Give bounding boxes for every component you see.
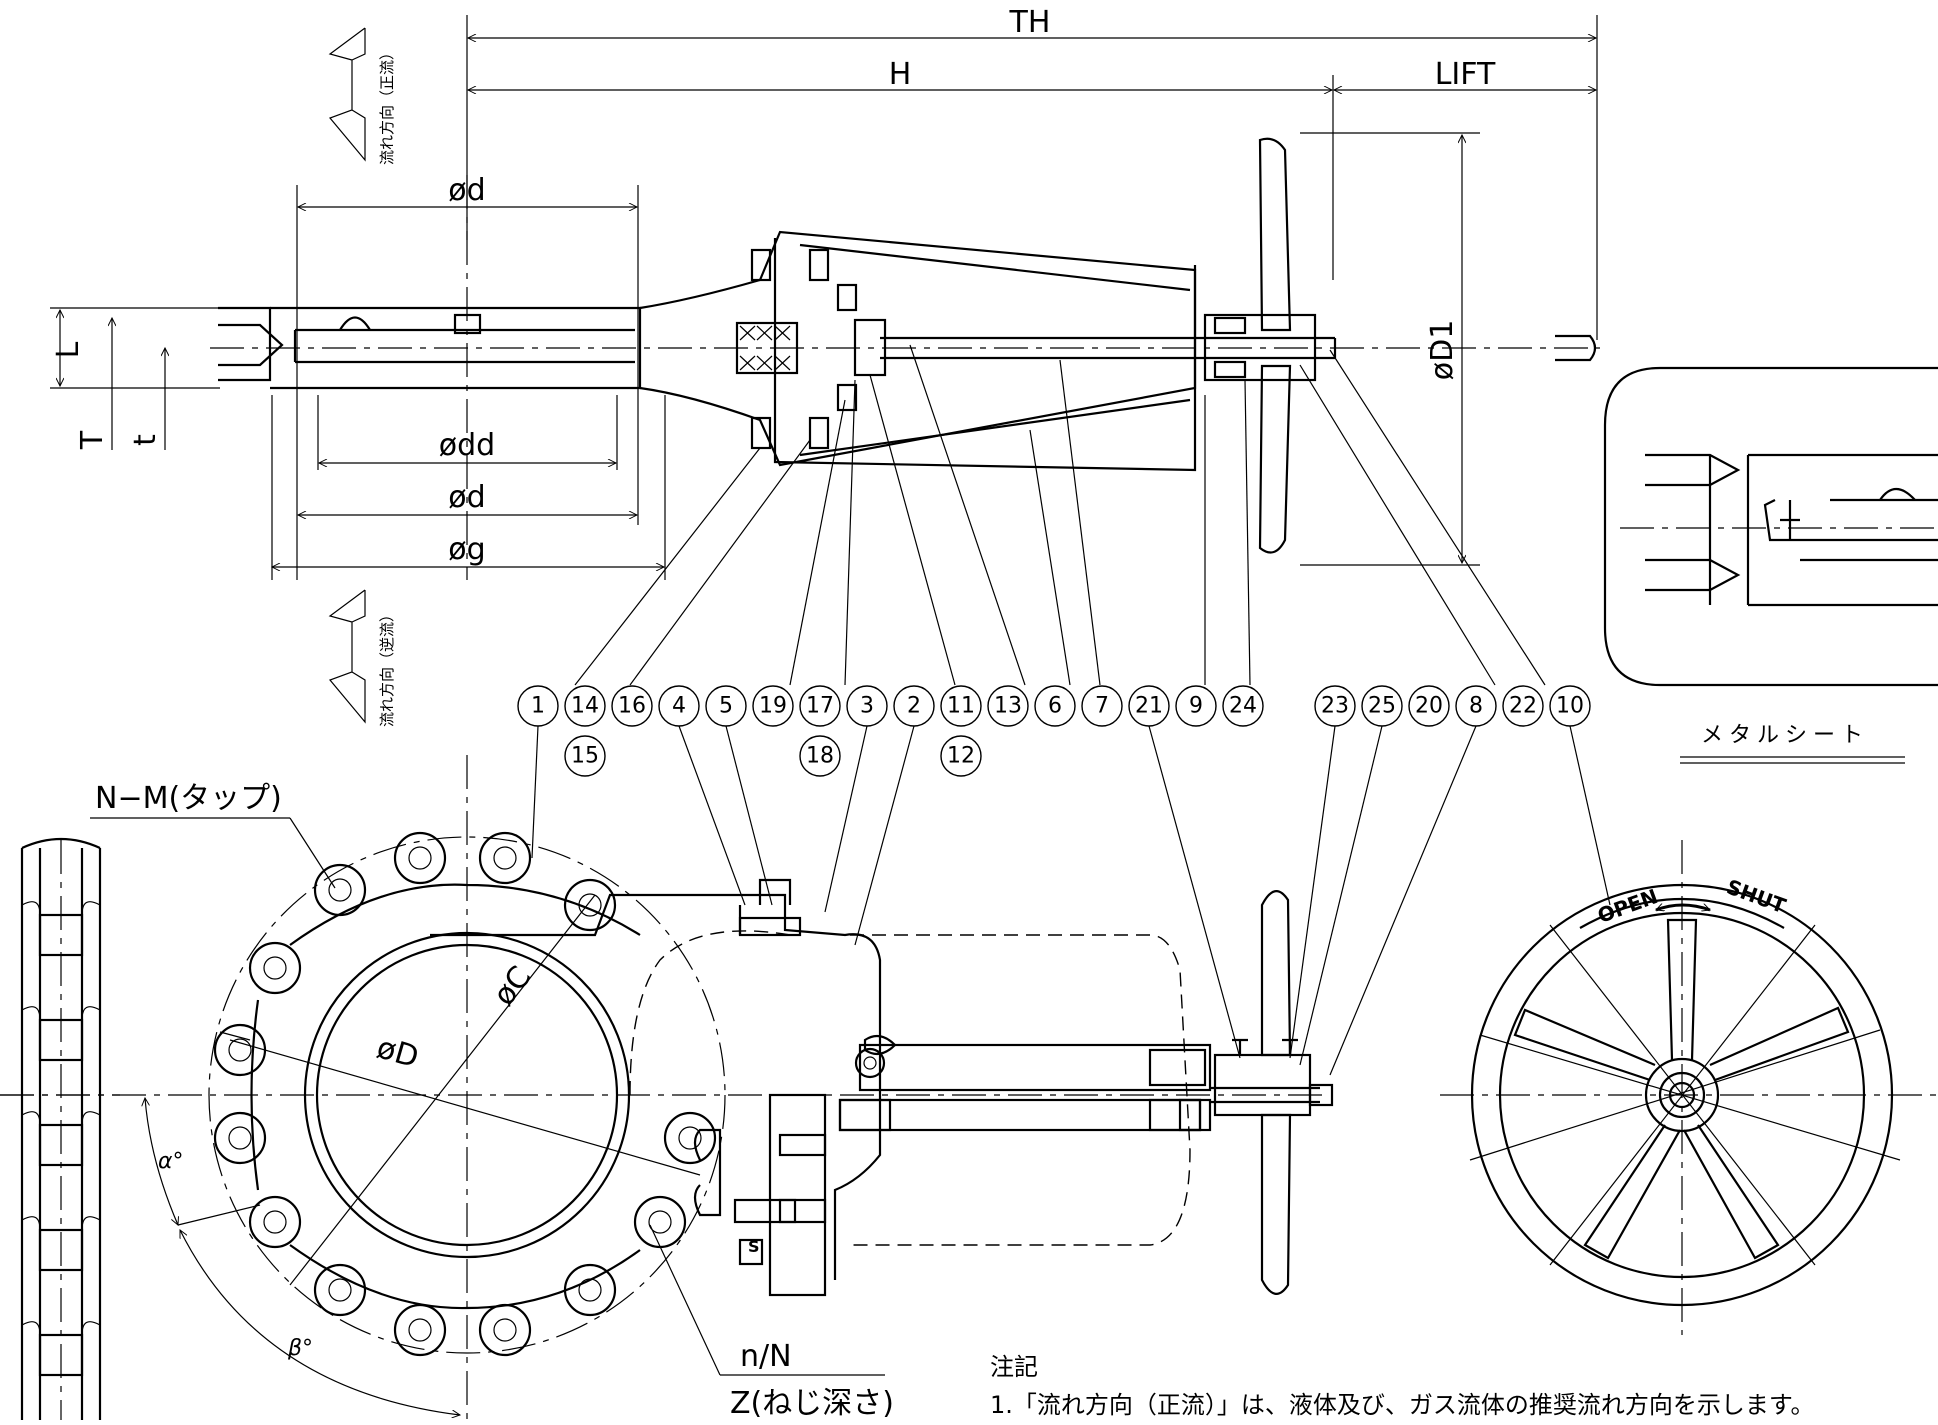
notes-heading: 注記 (990, 1353, 1038, 1381)
svg-text:9: 9 (1189, 694, 1203, 719)
part-bubble: 24 (1222, 685, 1264, 727)
valve-front-view: S øC øD α° β° n/N Z(ねじ深さ) (0, 755, 1334, 1425)
tap-label: N−M(タップ) (95, 781, 282, 816)
handwheel-diameter-dimension: øD1 (1300, 132, 1480, 566)
svg-text:15: 15 (571, 744, 599, 769)
svg-text:5: 5 (719, 694, 733, 719)
svg-text:12: 12 (947, 744, 975, 769)
valve-side-view (210, 137, 1600, 686)
thread-label-top: n/N (740, 1339, 792, 1374)
part-bubble: 9 (1175, 685, 1217, 727)
svg-text:1: 1 (531, 694, 545, 719)
svg-text:7: 7 (1095, 694, 1109, 719)
svg-text:18: 18 (806, 744, 834, 769)
svg-text:19: 19 (759, 694, 787, 719)
svg-text:23: 23 (1321, 694, 1349, 719)
part-bubble: 17 (799, 685, 841, 727)
dim-D: øD (373, 1030, 423, 1075)
svg-text:6: 6 (1048, 694, 1062, 719)
svg-text:20: 20 (1415, 694, 1443, 719)
part-bubble: 13 (987, 685, 1029, 727)
lower-leader-lines (531, 725, 1611, 1076)
svg-text:22: 22 (1509, 694, 1537, 719)
dim-g: øg (448, 532, 485, 567)
metal-seat-detail: メタルシート (1603, 366, 1938, 764)
thickness-dimensions: L T t (50, 307, 220, 450)
svg-text:8: 8 (1469, 694, 1483, 719)
part-bubble: 25 (1361, 685, 1403, 727)
flange-edge-view (0, 837, 120, 1420)
part-number-bubbles: 1 14 16 4 5 19 17 3 2 11 13 6 7 21 9 24 … (517, 685, 1591, 777)
diameter-dimensions: ød ødd ød øg (272, 173, 666, 580)
top-dimensions: TH H LIFT (466, 5, 1598, 340)
dim-dd: ødd (439, 428, 495, 463)
handwheel-face-view: OPEN SHUT (1440, 840, 1938, 1335)
dim-d-bottom: ød (448, 480, 485, 515)
svg-text:4: 4 (672, 694, 686, 719)
dim-D1: øD1 (1425, 320, 1460, 381)
dim-alpha: α° (158, 1149, 184, 1174)
dim-beta: β° (287, 1336, 313, 1361)
part-bubble: 1 (517, 685, 559, 727)
svg-text:24: 24 (1229, 694, 1257, 719)
tap-callout: N−M(タップ) (90, 781, 336, 889)
shut-label: SHUT (1723, 875, 1789, 919)
flow-direction-forward: 流れ方向（正流） (328, 27, 396, 165)
svg-text:11: 11 (947, 694, 975, 719)
dim-C: øC (487, 960, 539, 1013)
dim-L: L (51, 341, 86, 358)
dim-t: t (128, 434, 163, 446)
svg-text:14: 14 (571, 694, 599, 719)
svg-text:21: 21 (1135, 694, 1163, 719)
part-bubble: 3 (846, 685, 888, 727)
part-bubble: 6 (1034, 685, 1076, 727)
flow-direction-reverse: 流れ方向（逆流） (328, 589, 396, 727)
svg-text:3: 3 (860, 694, 874, 719)
part-bubble: 10 (1549, 685, 1591, 727)
part-bubble: 5 (705, 685, 747, 727)
flange-lugs (213, 831, 717, 1357)
flow-forward-label: 流れ方向（正流） (378, 45, 396, 165)
svg-text:16: 16 (618, 694, 646, 719)
part-bubble: 4 (658, 685, 700, 727)
svg-text:10: 10 (1556, 694, 1584, 719)
part-bubble: 8 (1455, 685, 1497, 727)
part-bubble: 15 (564, 735, 606, 777)
part-bubble: 16 (611, 685, 653, 727)
svg-text:17: 17 (806, 694, 834, 719)
part-bubble: 22 (1502, 685, 1544, 727)
s-mark: S (748, 1237, 760, 1256)
part-bubble: 14 (564, 685, 606, 727)
part-bubble: 20 (1408, 685, 1450, 727)
dim-TH: TH (1009, 5, 1051, 40)
svg-text:2: 2 (907, 694, 921, 719)
part-bubble: 12 (940, 735, 982, 777)
part-bubble: 21 (1128, 685, 1170, 727)
dim-LIFT: LIFT (1435, 57, 1496, 92)
part-bubble: 7 (1081, 685, 1123, 727)
dim-T: T (75, 430, 110, 450)
part-bubble: 18 (799, 735, 841, 777)
part-bubble: 23 (1314, 685, 1356, 727)
metal-seat-label: メタルシート (1701, 723, 1869, 748)
part-bubble: 11 (940, 685, 982, 727)
svg-text:13: 13 (994, 694, 1022, 719)
part-bubble: 2 (893, 685, 935, 727)
svg-text:25: 25 (1368, 694, 1396, 719)
part-bubble: 19 (752, 685, 794, 727)
flow-reverse-label: 流れ方向（逆流） (378, 607, 396, 727)
dim-d-top: ød (448, 173, 485, 208)
thread-label-bottom: Z(ねじ深さ) (730, 1386, 894, 1421)
notes: 注記 1.「流れ方向（正流）」は、液体及び、ガス流体の推奨流れ方向を示します。 (990, 1353, 1815, 1419)
dim-H: H (889, 57, 912, 92)
notes-line-1: 1.「流れ方向（正流）」は、液体及び、ガス流体の推奨流れ方向を示します。 (990, 1391, 1815, 1419)
